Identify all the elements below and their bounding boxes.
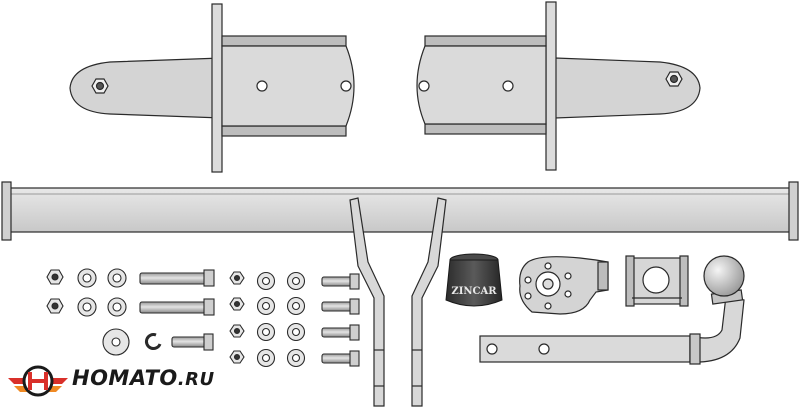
beam-end-cap-right bbox=[788, 181, 799, 241]
electrical-socket-plate bbox=[519, 256, 609, 315]
cap-label: ZINCAR bbox=[451, 286, 497, 297]
brand-suffix: .RU bbox=[177, 369, 215, 390]
right-bracket-plate bbox=[545, 1, 557, 171]
short-bolt bbox=[321, 301, 353, 312]
brand-wordmark: HOMATO.RU bbox=[72, 366, 215, 390]
right-bracket-body bbox=[416, 45, 547, 125]
short-bolt bbox=[321, 327, 353, 338]
socket-mounting-bracket bbox=[625, 255, 689, 307]
right-bracket-arm bbox=[554, 57, 701, 119]
beam-end-cap-left bbox=[1, 181, 12, 241]
spring-washer bbox=[144, 333, 162, 351]
long-bolt bbox=[139, 272, 207, 285]
left-bracket-arm bbox=[69, 57, 223, 119]
left-mounting-bracket bbox=[69, 3, 355, 173]
short-bolt bbox=[321, 276, 353, 287]
tow-ball bbox=[703, 255, 745, 297]
brand-name: HOMATO bbox=[72, 366, 178, 390]
cross-beam bbox=[1, 181, 799, 241]
left-bracket-plate bbox=[211, 3, 223, 173]
right-mounting-bracket bbox=[416, 1, 701, 171]
support-strap-right bbox=[411, 197, 447, 407]
long-bolt bbox=[139, 301, 207, 314]
short-bolt bbox=[321, 353, 353, 364]
support-strap-left bbox=[349, 197, 385, 407]
left-bracket-body bbox=[221, 45, 355, 127]
short-bolt bbox=[171, 336, 207, 348]
tow-ball-cap: ZINCAR bbox=[445, 253, 503, 307]
tow-ball-neck bbox=[689, 295, 745, 363]
tow-bar-mount bbox=[479, 335, 691, 363]
hardware-set bbox=[46, 268, 360, 368]
homato-logo-icon bbox=[8, 365, 68, 397]
tow-ball-assembly bbox=[479, 255, 745, 365]
